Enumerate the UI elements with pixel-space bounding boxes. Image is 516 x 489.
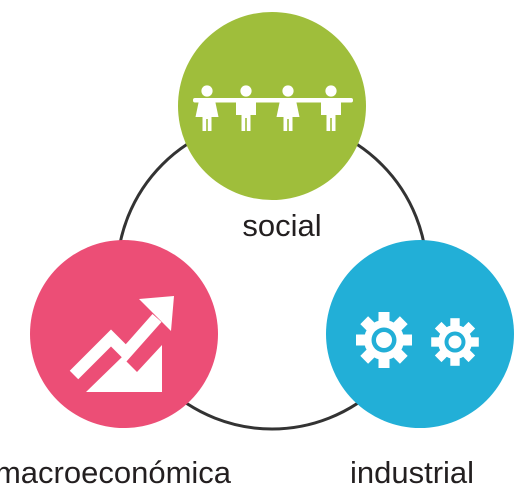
macroeconomica-label: macroeconómica <box>0 455 232 489</box>
people-icon <box>193 85 353 131</box>
industrial-circle <box>326 240 514 428</box>
social-circle <box>178 12 366 200</box>
node-macroeconomica: macroeconómica <box>0 240 232 489</box>
social-label: social <box>242 208 321 243</box>
industrial-label: industrial <box>350 455 474 489</box>
node-social: social <box>178 12 366 243</box>
growth-chart-icon <box>69 296 174 392</box>
macroeconomica-circle <box>30 240 218 428</box>
node-industrial: industrial <box>326 240 514 489</box>
gears-icon <box>356 312 479 368</box>
